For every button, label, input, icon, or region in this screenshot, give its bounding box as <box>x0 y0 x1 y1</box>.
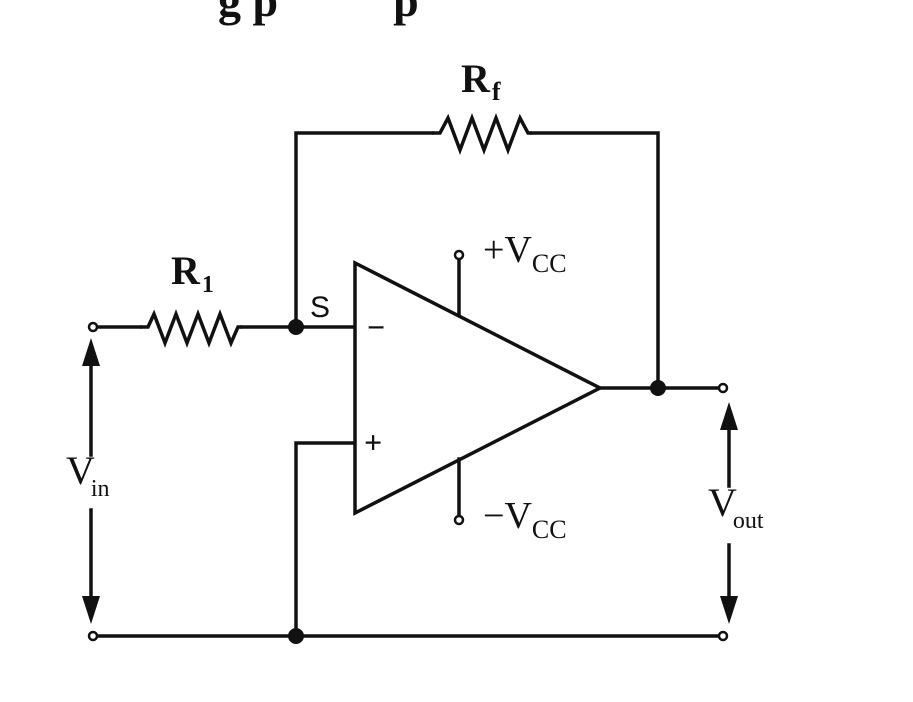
feedback-wire <box>294 131 660 387</box>
input-resistor <box>140 309 242 348</box>
vout-label: Vout <box>708 480 764 534</box>
vout-top-terminal <box>717 382 729 394</box>
vout-bottom-terminal <box>717 630 729 642</box>
ground-node-dot <box>288 628 304 644</box>
vin-label: Vin <box>66 448 110 502</box>
neg-supply-terminal <box>453 514 465 526</box>
vout-arrows <box>720 402 738 624</box>
opamp-noninverting-sign: + <box>364 424 382 460</box>
feedback-resistor <box>432 113 532 155</box>
page-title-fragment: g p p <box>218 0 419 26</box>
output-node-dot <box>650 380 666 396</box>
neg-supply-label: −VCC <box>483 495 567 544</box>
feedback-resistor-label: Rf <box>461 56 501 106</box>
vin-bottom-terminal <box>87 630 99 642</box>
opamp-inverting-sign: − <box>367 309 385 345</box>
opamp-triangle <box>353 260 604 516</box>
ground-wire <box>95 441 724 638</box>
pos-supply-label: +VCC <box>483 229 567 278</box>
summing-node-label: S <box>310 291 330 324</box>
vin-arrows <box>82 338 100 624</box>
pos-supply-terminal <box>453 249 465 261</box>
summing-node-dot <box>288 319 304 335</box>
input-resistor-label: R1 <box>171 248 214 298</box>
vin-top-terminal <box>87 321 99 333</box>
